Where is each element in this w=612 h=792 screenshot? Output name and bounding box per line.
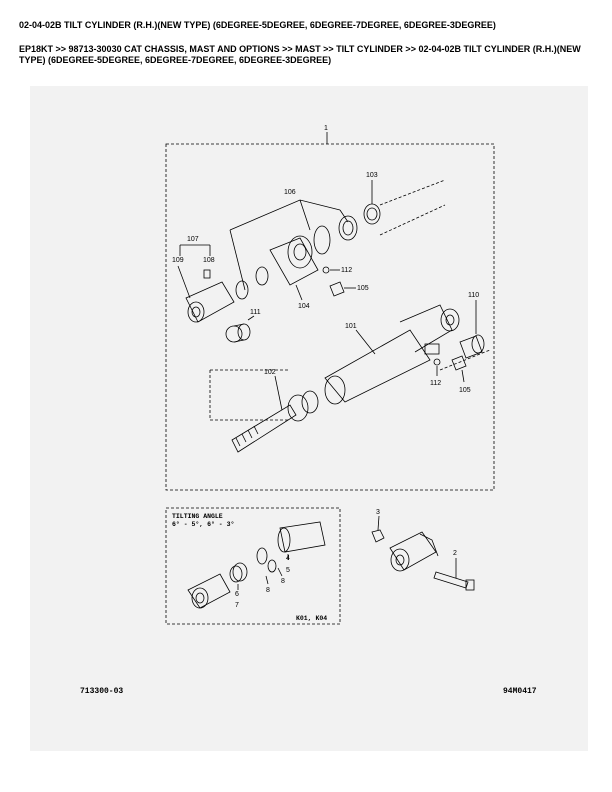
callout-107: 107	[187, 236, 199, 243]
callout-4: 4	[286, 555, 290, 562]
detail-rod-end	[389, 531, 439, 572]
bracket-107	[179, 244, 211, 256]
inset-outline	[165, 507, 341, 625]
part-oring	[313, 225, 331, 255]
callout-108: 108	[203, 257, 215, 264]
part-ring-a	[255, 266, 269, 286]
guide-lines-right	[439, 349, 491, 371]
breadcrumb: EP18KT >> 98713-30030 CAT CHASSIS, MAST …	[19, 44, 581, 65]
inset-models: K01, K04	[296, 615, 327, 622]
part-seal	[338, 215, 358, 241]
callout-101: 101	[345, 323, 357, 330]
part-105-bolt-lower	[451, 355, 467, 371]
callout-7: 7	[235, 602, 239, 609]
inset-rod-end	[187, 573, 231, 609]
part-101-tube	[324, 304, 460, 405]
callout-6: 6	[235, 591, 239, 598]
callout-102: 102	[264, 369, 276, 376]
part-109-rod-end	[185, 281, 235, 323]
callout-2: 2	[453, 550, 457, 557]
part-112-nipple-lower	[433, 358, 441, 366]
part-112-nipple-upper	[322, 266, 330, 274]
callout-8-b: 8	[281, 578, 285, 585]
callout-111: 111	[250, 309, 261, 316]
guide-lines-left	[209, 369, 290, 421]
callout-112-lower: 112	[430, 380, 441, 387]
callout-104: 104	[298, 303, 310, 310]
assembly-outline	[165, 143, 495, 491]
part-111-bushing	[225, 323, 251, 343]
callout-8-a: 8	[266, 587, 270, 594]
inset-angles: 6° - 5°, 6° - 3°	[172, 520, 234, 528]
reference-number: 94M0417	[503, 687, 537, 696]
inset-bushing	[277, 521, 326, 553]
part-3-nut	[371, 529, 385, 543]
inset-seal	[229, 562, 248, 583]
guide-lines-top	[379, 179, 446, 236]
parts-diagram-sheet	[30, 86, 588, 751]
part-105-bolt-upper	[329, 281, 345, 297]
callout-112-upper: 112	[341, 267, 352, 274]
part-2-bolt	[433, 571, 475, 591]
callout-3: 3	[376, 509, 380, 516]
callout-1: 1	[324, 125, 328, 132]
part-108-nipple	[203, 269, 211, 279]
callout-5: 5	[286, 567, 290, 574]
inset-title: TILTING ANGLE	[172, 513, 223, 520]
page-title: 02-04-02B TILT CYLINDER (R.H.)(NEW TYPE)…	[19, 20, 496, 30]
part-102-piston-rod	[231, 390, 319, 453]
part-104-gland	[269, 235, 319, 301]
bracket-106	[229, 199, 349, 291]
inset-ring-b	[267, 559, 277, 573]
drawing-number: 713300-03	[80, 687, 123, 696]
callout-109: 109	[172, 257, 184, 264]
callout-105-lower: 105	[459, 387, 471, 394]
part-ring-b	[235, 280, 249, 300]
part-103-wiper	[363, 180, 381, 225]
callout-105-upper: 105	[357, 285, 369, 292]
inset-ring-a	[256, 547, 268, 565]
part-110-bushing	[459, 334, 485, 359]
callout-106: 106	[284, 189, 296, 196]
callout-110: 110	[468, 292, 479, 299]
callout-103: 103	[366, 172, 378, 179]
